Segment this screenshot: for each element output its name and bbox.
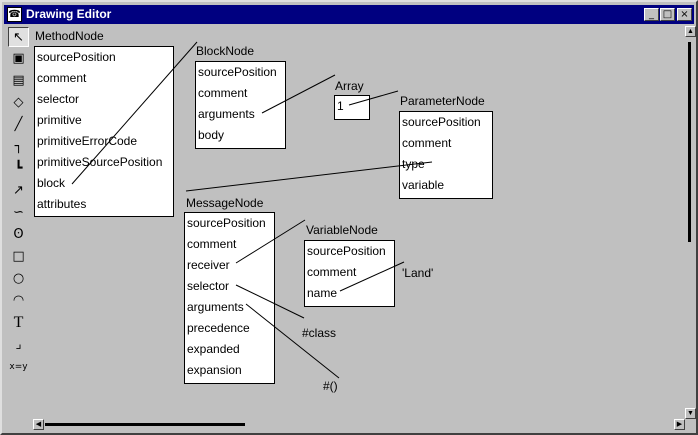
- parameter-node-title[interactable]: ParameterNode: [400, 94, 485, 108]
- method-field[interactable]: block: [37, 176, 66, 190]
- block-field[interactable]: arguments: [198, 107, 255, 121]
- rectangle-tool-icon[interactable]: □: [12, 249, 25, 264]
- parameter-node-box[interactable]: sourcePosition comment type variable: [399, 111, 493, 199]
- array-field[interactable]: 1: [337, 99, 344, 113]
- block-field[interactable]: sourcePosition: [198, 65, 277, 79]
- method-node-title[interactable]: MethodNode: [35, 29, 104, 43]
- window-title: Drawing Editor: [26, 7, 112, 21]
- parameter-field[interactable]: variable: [402, 178, 445, 192]
- parameter-field[interactable]: comment: [402, 136, 452, 150]
- method-field[interactable]: sourcePosition: [37, 50, 116, 64]
- elbow-line-tool-icon[interactable]: ┐: [14, 139, 23, 154]
- vertical-scrollbar[interactable]: ▲ ▼: [685, 26, 696, 419]
- horizontal-scrollbar[interactable]: ◀ ▶: [33, 419, 685, 430]
- empty-array-literal[interactable]: #(): [323, 379, 338, 393]
- block-node-title[interactable]: BlockNode: [196, 44, 255, 58]
- scroll-right-icon[interactable]: ▶: [674, 419, 685, 430]
- resize-tool-icon[interactable]: ⌟: [15, 337, 22, 352]
- method-field[interactable]: comment: [37, 71, 87, 85]
- land-literal[interactable]: 'Land': [402, 266, 434, 280]
- arrow-tool-icon[interactable]: ↗: [13, 183, 24, 198]
- line-tool-icon[interactable]: ╱: [14, 117, 23, 132]
- message-field[interactable]: selector: [187, 279, 230, 293]
- constraint-tool-icon[interactable]: x=y: [9, 362, 28, 372]
- scroll-left-icon[interactable]: ◀: [33, 419, 44, 430]
- variable-node-box[interactable]: sourcePosition comment name: [304, 240, 395, 307]
- message-field[interactable]: receiver: [187, 258, 230, 272]
- block-node-box[interactable]: sourcePosition comment arguments body: [195, 61, 286, 149]
- block-field[interactable]: comment: [198, 86, 248, 100]
- text-tool-icon[interactable]: T: [13, 314, 24, 331]
- message-field[interactable]: expanded: [187, 342, 240, 356]
- variable-node-title[interactable]: VariableNode: [306, 223, 378, 237]
- message-field[interactable]: comment: [187, 237, 237, 251]
- variable-field[interactable]: sourcePosition: [307, 244, 386, 258]
- scroll-up-icon[interactable]: ▲: [685, 26, 696, 37]
- app-icon[interactable]: ☎: [7, 7, 22, 22]
- message-field[interactable]: sourcePosition: [187, 216, 266, 230]
- tool-palette: ↖ ▣ ▤ ◇ ╱ ┐ ┗ ↗ ∽ ʘ □ ○ ◠ T ⌟ x=y: [7, 26, 30, 431]
- eraser-tool-icon[interactable]: ◇: [13, 95, 24, 110]
- variable-field[interactable]: comment: [307, 265, 357, 279]
- scroll-down-icon[interactable]: ▼: [685, 408, 696, 419]
- method-field[interactable]: primitiveSourcePosition: [37, 155, 163, 169]
- parameter-field[interactable]: type: [402, 157, 425, 171]
- message-field[interactable]: expansion: [187, 363, 242, 377]
- message-field[interactable]: arguments: [187, 300, 244, 314]
- page-tool-icon[interactable]: ▤: [12, 73, 25, 88]
- rounded-tool-icon[interactable]: ◠: [12, 293, 25, 308]
- array-node-title[interactable]: Array: [335, 79, 364, 93]
- paint-bucket-tool-icon[interactable]: ▣: [12, 51, 25, 66]
- parameter-field[interactable]: sourcePosition: [402, 115, 481, 129]
- method-node-box[interactable]: sourcePosition comment selector primitiv…: [34, 46, 174, 217]
- minimize-button[interactable]: _: [644, 8, 659, 21]
- title-bar[interactable]: ☎ Drawing Editor _ □ ×: [4, 5, 694, 24]
- select-tool-icon[interactable]: ↖: [8, 27, 29, 47]
- message-node-title[interactable]: MessageNode: [186, 196, 264, 210]
- horizontal-scroll-thumb[interactable]: [45, 423, 245, 426]
- block-field[interactable]: body: [198, 128, 225, 142]
- step-line-tool-icon[interactable]: ┗: [14, 161, 23, 176]
- method-field[interactable]: selector: [37, 92, 80, 106]
- message-field[interactable]: precedence: [187, 321, 250, 335]
- array-node-box[interactable]: 1: [334, 95, 370, 120]
- close-button[interactable]: ×: [677, 8, 692, 21]
- variable-field[interactable]: name: [307, 286, 338, 300]
- vertical-scroll-thumb[interactable]: [688, 42, 691, 242]
- message-node-box[interactable]: sourcePosition comment receiver selector…: [184, 212, 275, 384]
- method-field[interactable]: attributes: [37, 197, 87, 211]
- maximize-button[interactable]: □: [660, 8, 675, 21]
- curve-tool-icon[interactable]: ∽: [13, 205, 24, 220]
- method-field[interactable]: primitive: [37, 113, 82, 127]
- lasso-tool-icon[interactable]: ʘ: [13, 227, 24, 242]
- method-field[interactable]: primitiveErrorCode: [37, 134, 138, 148]
- class-symbol-literal[interactable]: #class: [302, 326, 337, 340]
- ellipse-tool-icon[interactable]: ○: [12, 271, 25, 286]
